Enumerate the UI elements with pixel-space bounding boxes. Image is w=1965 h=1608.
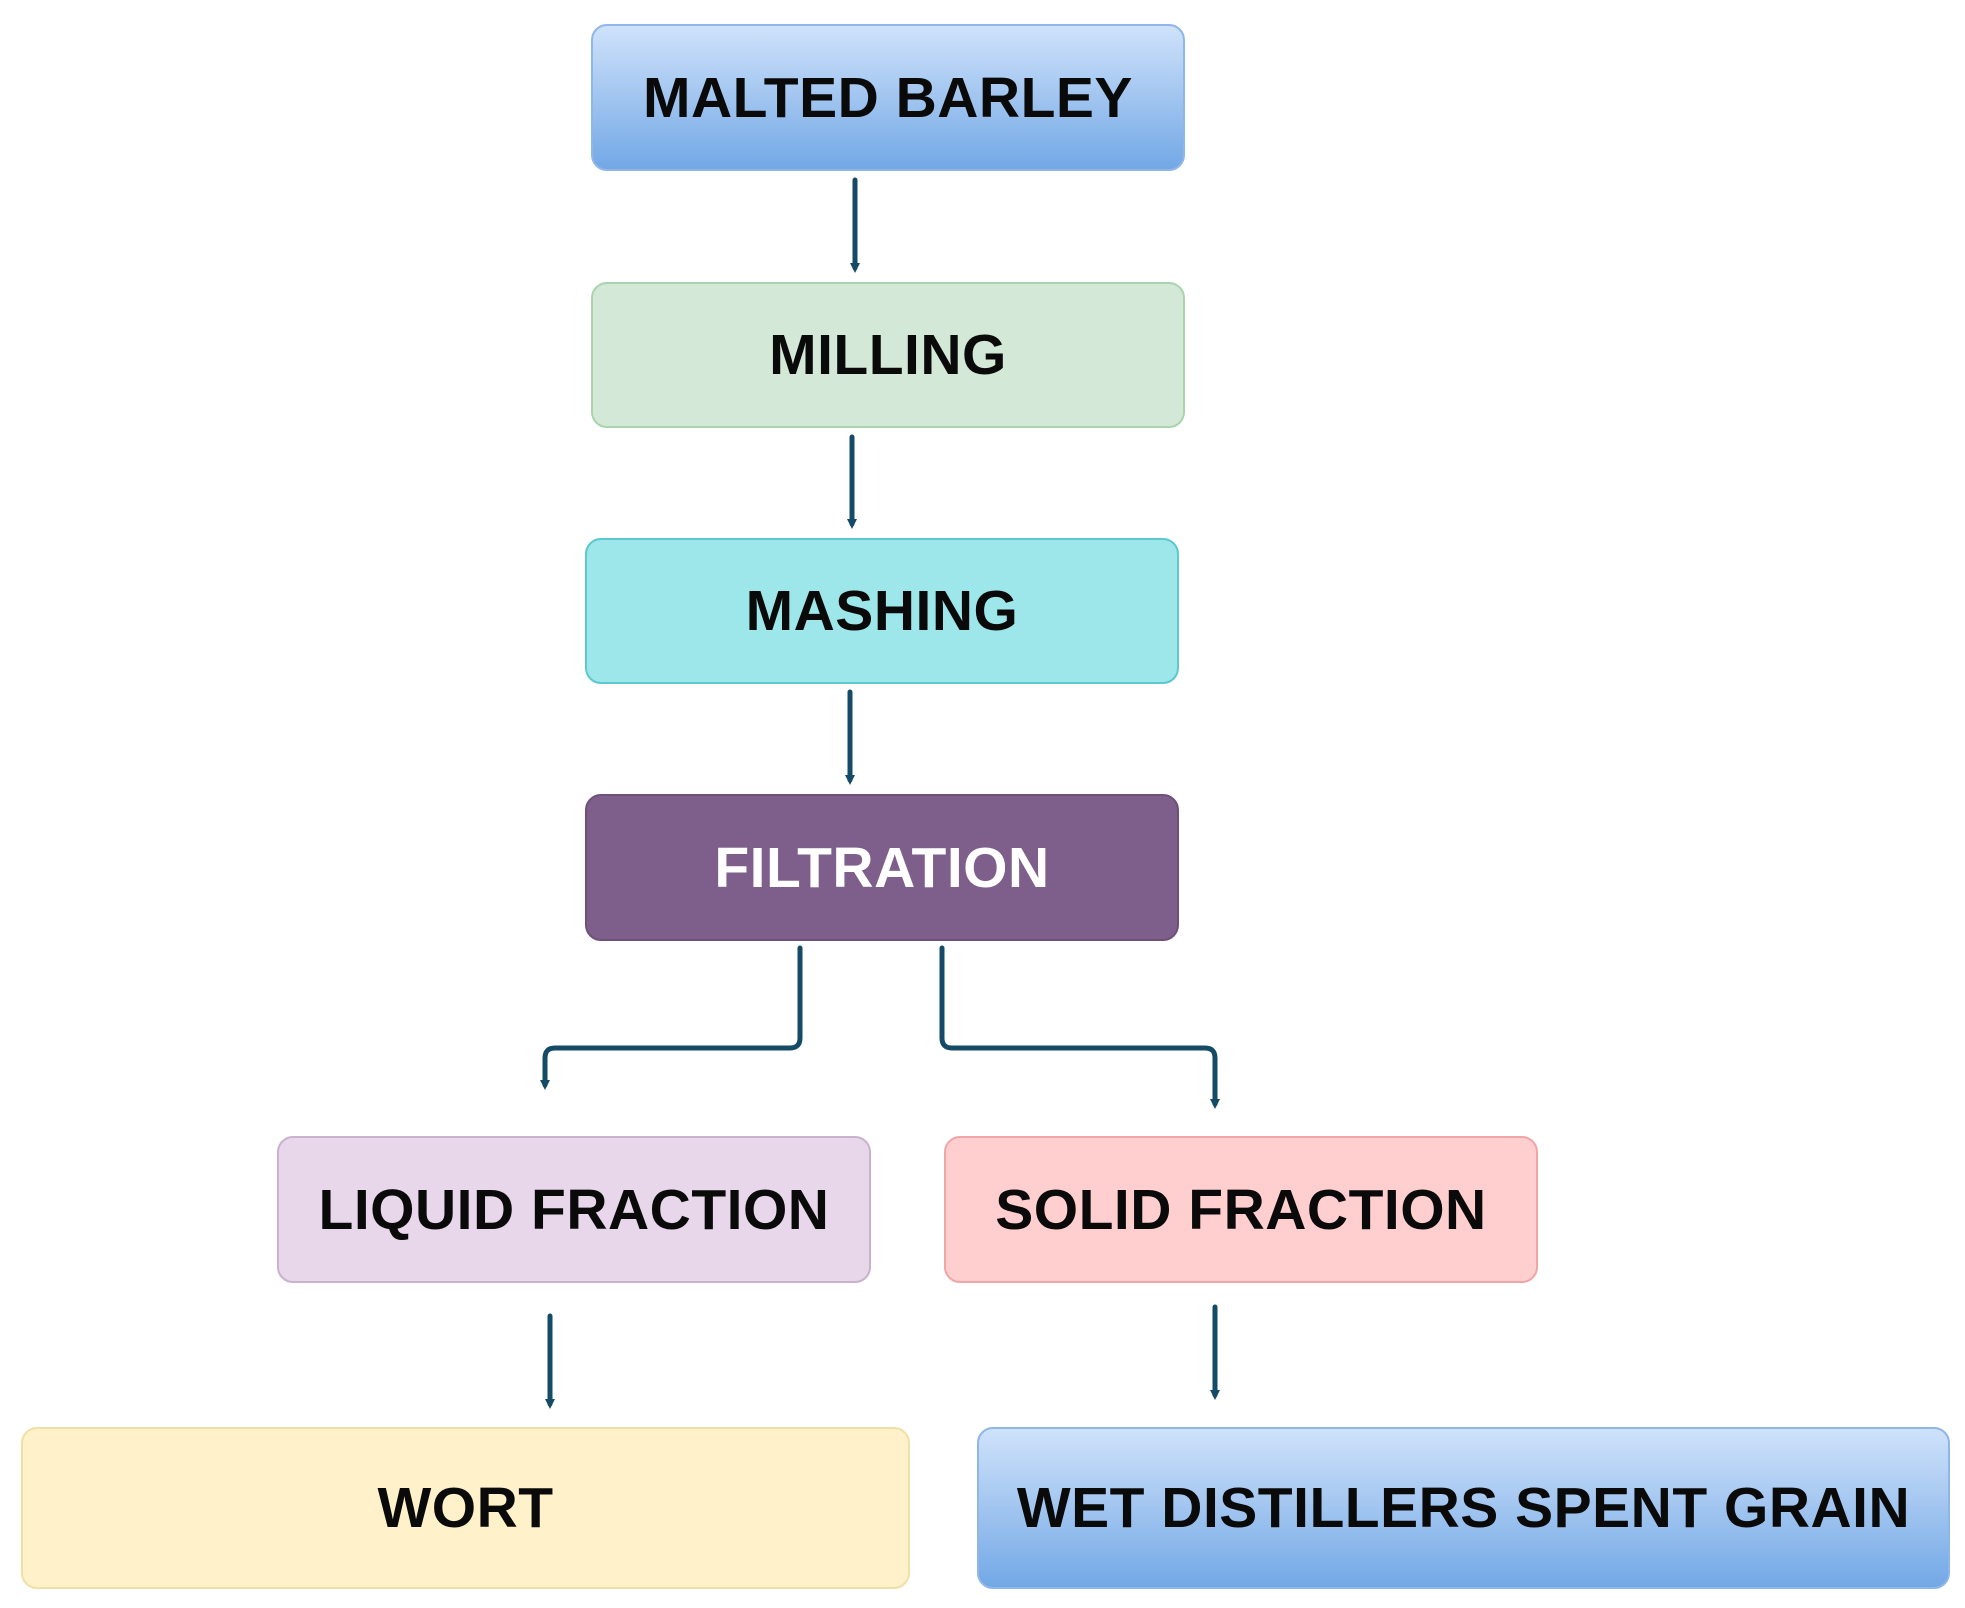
node-solid-fraction: SOLID FRACTION	[944, 1136, 1538, 1283]
node-wort: WORT	[21, 1427, 910, 1589]
arrow-filtration-to-liquid-fraction	[540, 945, 803, 1090]
node-liquid-fraction: LIQUID FRACTION	[277, 1136, 871, 1283]
node-wet-distillers-spent-grain: WET DISTILLERS SPENT GRAIN	[977, 1427, 1950, 1589]
arrow-filtration-to-solid-fraction	[939, 945, 1220, 1109]
node-mashing: MASHING	[585, 538, 1179, 684]
node-filtration: FILTRATION	[585, 794, 1179, 941]
node-milling: MILLING	[591, 282, 1185, 428]
node-malted-barley: MALTED BARLEY	[591, 24, 1185, 171]
